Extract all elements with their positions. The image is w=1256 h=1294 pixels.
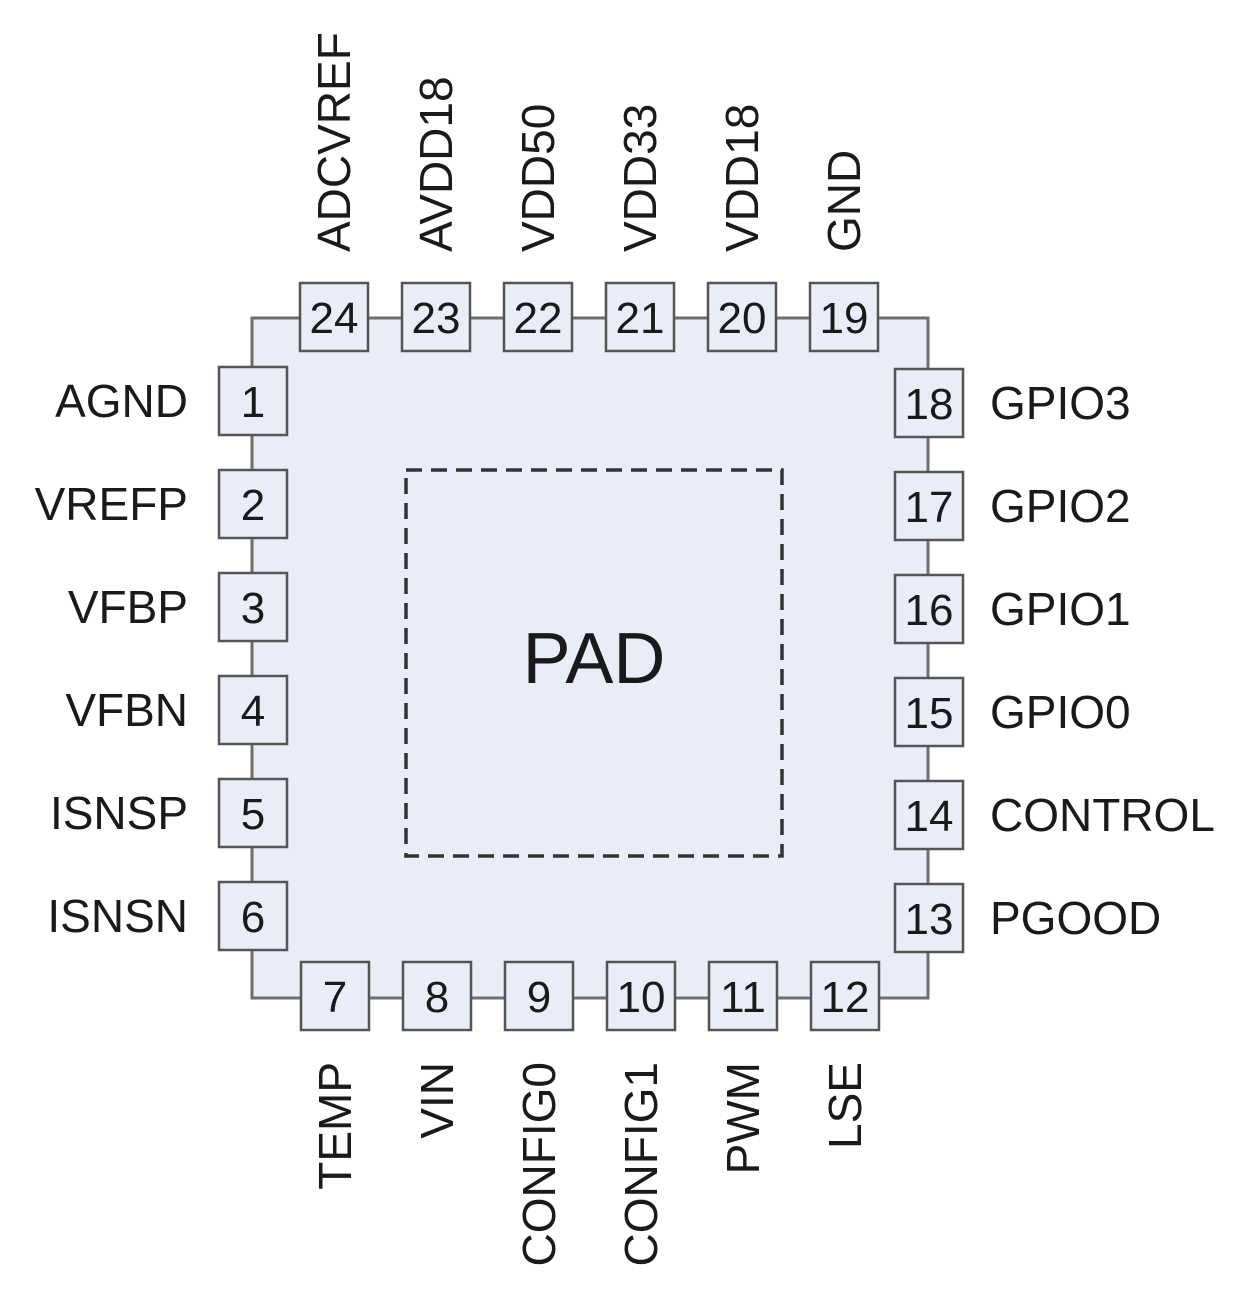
pin-box-21	[604, 281, 676, 353]
pin-name-config0: CONFIG0	[513, 1062, 565, 1266]
pin-number-12: 12	[821, 973, 870, 1022]
pin-name-isnsp: ISNSP	[50, 787, 188, 839]
pin-name-isnsn: ISNSN	[47, 890, 188, 942]
pin-number-23: 23	[412, 294, 461, 343]
pin-box-6	[217, 880, 289, 952]
pin-number-8: 8	[425, 973, 449, 1022]
pin-number-15: 15	[905, 689, 954, 738]
pin-number-24: 24	[310, 294, 359, 343]
pin-name-vin: VIN	[411, 1062, 463, 1139]
pin-box-24	[298, 281, 370, 353]
pin-box-19	[808, 281, 880, 353]
pin-name-vfbp: VFBP	[68, 581, 188, 633]
pin-number-16: 16	[905, 586, 954, 635]
pin-number-9: 9	[527, 973, 551, 1022]
pin-box-2	[217, 468, 289, 540]
pin-name-vrefp: VREFP	[35, 478, 188, 530]
pin-number-2: 2	[241, 481, 265, 530]
pin-number-13: 13	[905, 895, 954, 944]
pin-box-11	[707, 960, 779, 1032]
pin-number-21: 21	[616, 294, 665, 343]
pin-number-7: 7	[323, 973, 347, 1022]
pin-number-18: 18	[905, 380, 954, 429]
pin-name-avdd18: AVDD18	[410, 76, 462, 252]
pin-box-7	[299, 960, 371, 1032]
pin-number-1: 1	[241, 378, 265, 427]
pin-number-17: 17	[905, 483, 954, 532]
pin-box-16	[893, 573, 965, 645]
pin-name-config1: CONFIG1	[615, 1062, 667, 1266]
pin-box-3	[217, 571, 289, 643]
pin-number-4: 4	[241, 687, 265, 736]
chip-body	[250, 316, 930, 1000]
pin-name-vdd18: VDD18	[716, 104, 768, 252]
pin-name-gpio3: GPIO3	[990, 377, 1131, 429]
pin-number-19: 19	[820, 294, 869, 343]
pin-name-gpio1: GPIO1	[990, 583, 1131, 635]
pin-name-adcvref: ADCVREF	[308, 32, 360, 252]
pin-layer: 1AGND2VREFP3VFBP4VFBN5ISNSP6ISNSN7TEMP8V…	[35, 32, 1215, 1266]
pad-label: PAD	[523, 619, 666, 699]
pin-name-lse: LSE	[819, 1062, 871, 1149]
pin-name-gpio2: GPIO2	[990, 480, 1131, 532]
pin-box-4	[217, 674, 289, 746]
pin-box-12	[809, 960, 881, 1032]
pin-number-3: 3	[241, 584, 265, 633]
pin-box-8	[401, 960, 473, 1032]
pin-box-18	[893, 367, 965, 439]
pin-name-vfbn: VFBN	[65, 684, 188, 736]
pin-box-17	[893, 470, 965, 542]
pin-number-11: 11	[720, 973, 766, 1022]
pin-box-5	[217, 777, 289, 849]
pin-name-temp: TEMP	[309, 1062, 361, 1190]
pin-name-gpio0: GPIO0	[990, 686, 1131, 738]
pin-number-14: 14	[905, 792, 954, 841]
pin-name-vdd33: VDD33	[614, 104, 666, 252]
pin-name-agnd: AGND	[55, 375, 188, 427]
pin-box-13	[893, 882, 965, 954]
pin-name-pwm: PWM	[717, 1062, 769, 1174]
pin-number-5: 5	[241, 790, 265, 839]
pin-box-15	[893, 676, 965, 748]
pin-box-10	[605, 960, 677, 1032]
pin-box-14	[893, 779, 965, 851]
exposed-pad-outline	[404, 468, 784, 858]
pin-number-22: 22	[514, 294, 563, 343]
pin-box-22	[502, 281, 574, 353]
pin-box-20	[706, 281, 778, 353]
pin-box-9	[503, 960, 575, 1032]
pin-number-10: 10	[617, 973, 666, 1022]
pin-name-pgood: PGOOD	[990, 892, 1161, 944]
pin-name-vdd50: VDD50	[512, 104, 564, 252]
pin-box-23	[400, 281, 472, 353]
pin-number-6: 6	[241, 893, 265, 942]
pin-number-20: 20	[718, 294, 767, 343]
pin-name-gnd: GND	[818, 150, 870, 252]
pin-box-1	[217, 365, 289, 437]
pin-name-control: CONTROL	[990, 789, 1215, 841]
